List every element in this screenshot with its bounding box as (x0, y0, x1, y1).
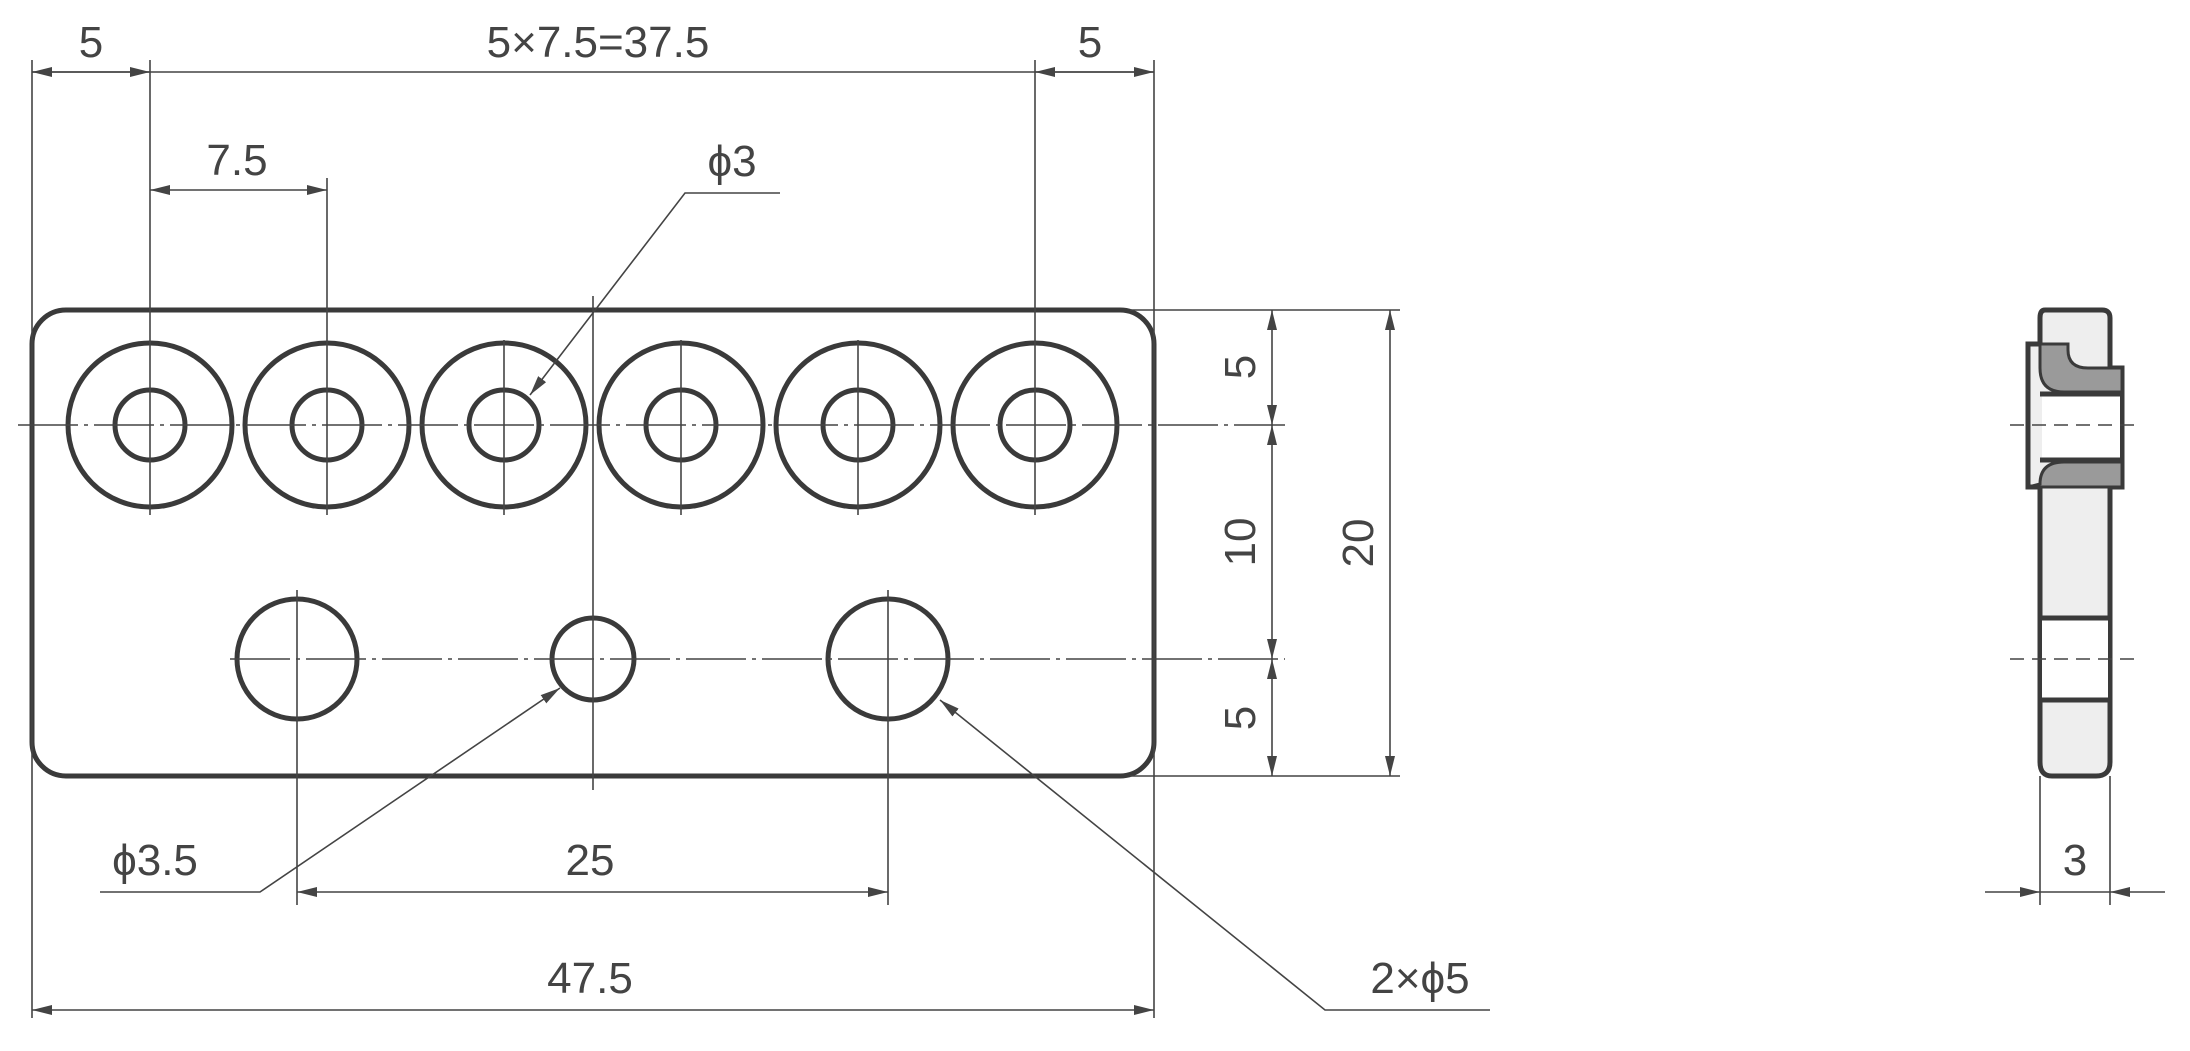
leader-lines (100, 192, 1490, 1011)
dim-small-hole: ϕ3 (707, 137, 756, 186)
front-view: 5 5×7.5=37.5 5 7.5 ϕ3 ϕ3.5 25 47.5 2×ϕ5 … (18, 18, 1490, 1018)
dim-height-middle: 10 (1216, 518, 1265, 567)
lower-hole-band (2042, 620, 2108, 698)
dim-big-hole-spacing: 25 (566, 836, 615, 885)
section-hatch-upper (2028, 342, 2124, 394)
dim-thickness: 3 (2063, 836, 2087, 885)
center-lines (18, 296, 1285, 905)
dimension-lines (32, 67, 1395, 1015)
dim-big-holes: 2×ϕ5 (1370, 954, 1469, 1003)
bore-band (2042, 394, 2120, 460)
dim-height-bottom: 5 (1216, 706, 1265, 730)
dim-center-hole: ϕ3.5 (112, 836, 198, 885)
dim-left-margin: 5 (79, 18, 103, 67)
dim-total-width: 47.5 (547, 954, 633, 1003)
dim-height-top: 5 (1216, 355, 1265, 379)
dim-right-margin: 5 (1078, 18, 1102, 67)
dim-hole-pitch: 7.5 (206, 136, 267, 185)
extension-lines (31, 60, 1400, 1018)
side-section-view: 3 (1985, 307, 2165, 905)
dim-hole-array: 5×7.5=37.5 (487, 18, 710, 67)
dim-total-height: 20 (1334, 519, 1383, 568)
